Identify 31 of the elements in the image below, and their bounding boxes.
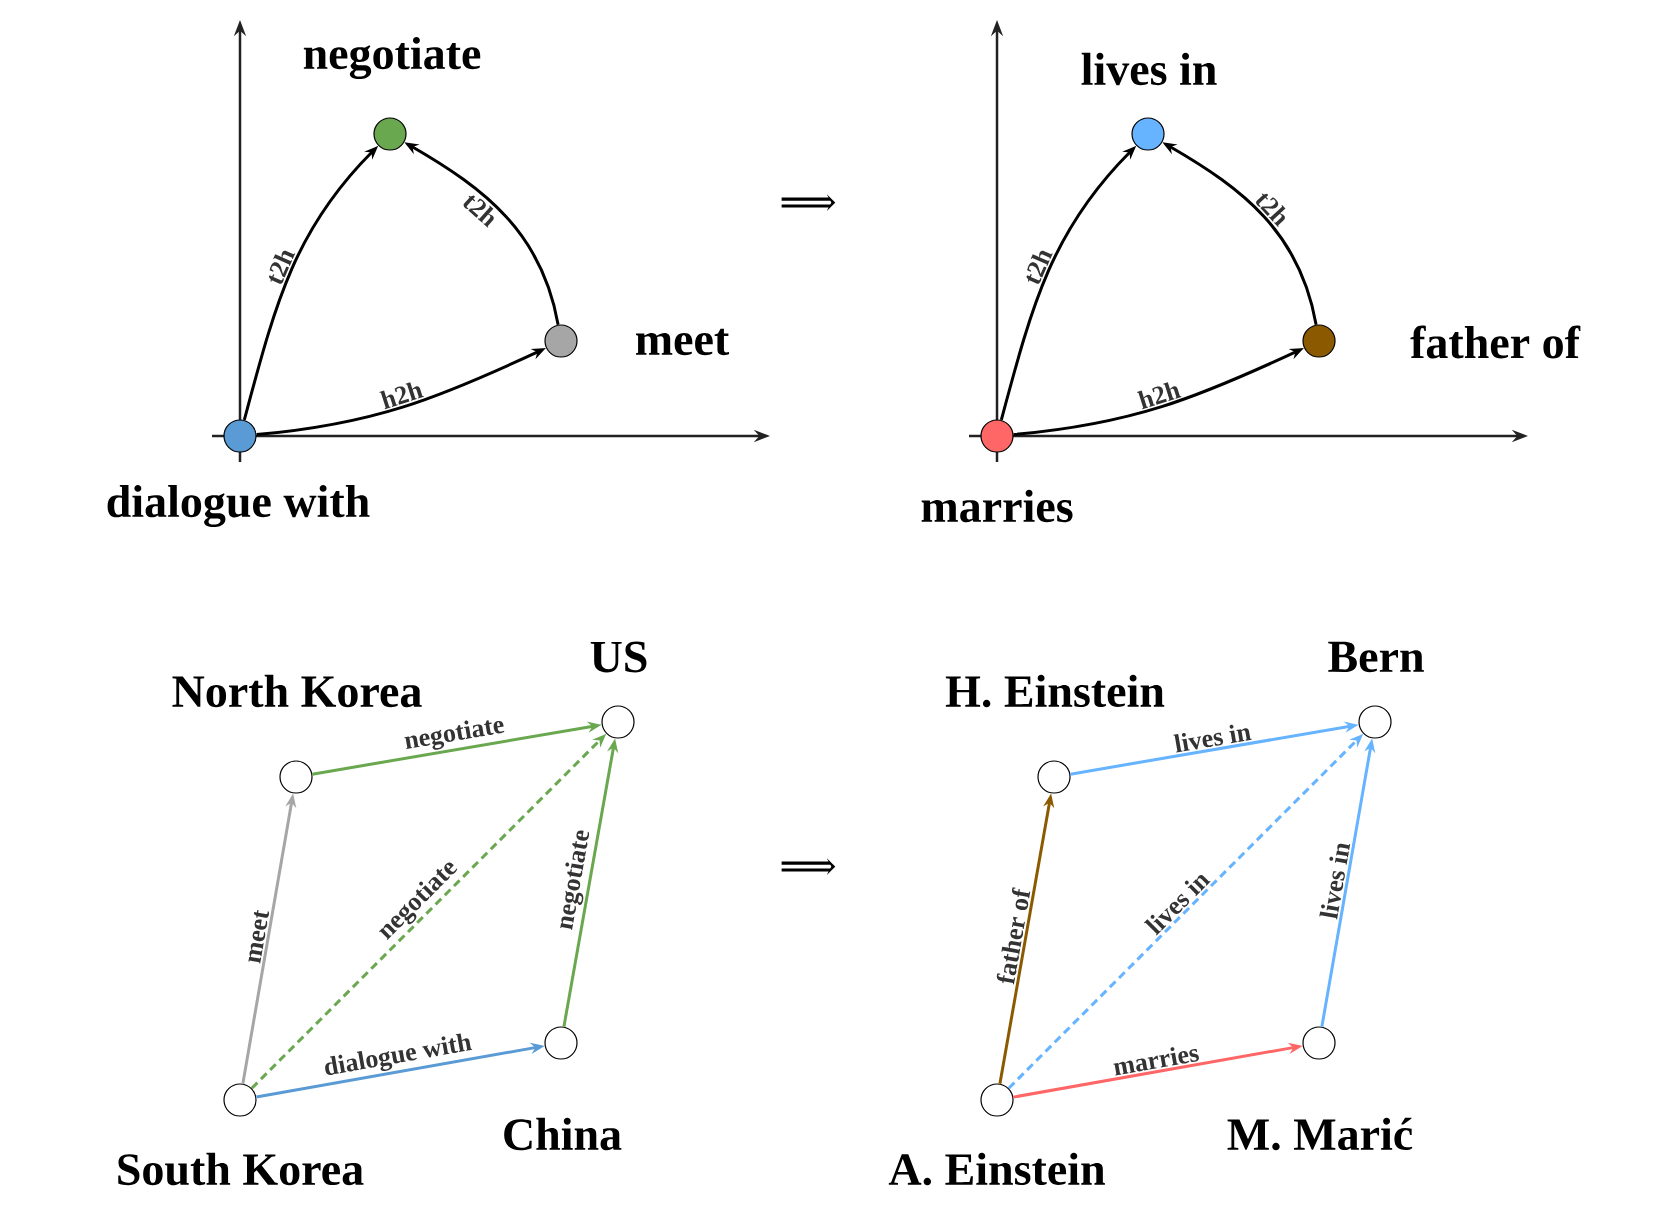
implies-arrow: ⟹ <box>781 194 836 211</box>
edge-label: negotiate <box>404 720 505 750</box>
node-label: South Korea <box>118 1152 364 1186</box>
node-label: negotiate <box>303 36 481 79</box>
edge-label: t2h <box>463 195 494 228</box>
edge-label: h2h <box>379 382 424 410</box>
node-label: US <box>590 641 647 673</box>
edge-label: t2h <box>1026 250 1053 284</box>
edge-label: lives in <box>1173 724 1252 753</box>
node-label: China <box>504 1117 622 1151</box>
implies-arrow: ⟹ <box>781 858 836 875</box>
edge-label: marries <box>1113 1047 1199 1076</box>
edge-label: meet <box>248 910 269 964</box>
node-label: A. Einstein <box>888 1152 1105 1186</box>
node-label: M. Marić <box>1227 1117 1413 1151</box>
edge-label: lives in <box>1143 874 1211 936</box>
node-label: dialogue with <box>107 484 370 527</box>
edge-label: father of <box>996 887 1031 985</box>
edge-label: t2h <box>268 250 296 284</box>
node-label: meet <box>636 328 730 356</box>
edge-label: dialogue with <box>325 1033 473 1076</box>
edge-label: negotiate <box>560 830 590 930</box>
edge-label: h2h <box>1136 382 1182 410</box>
node-label: marries <box>921 489 1073 523</box>
node-label: Bern <box>1328 641 1424 673</box>
node-label: father of <box>1410 325 1581 359</box>
node-label: H. Einstein <box>945 674 1165 708</box>
node-label: lives in <box>1081 52 1217 86</box>
edge-label: lives in <box>1319 843 1351 920</box>
edge-label: t2h <box>1256 193 1286 228</box>
node-label: North Korea <box>172 674 422 708</box>
